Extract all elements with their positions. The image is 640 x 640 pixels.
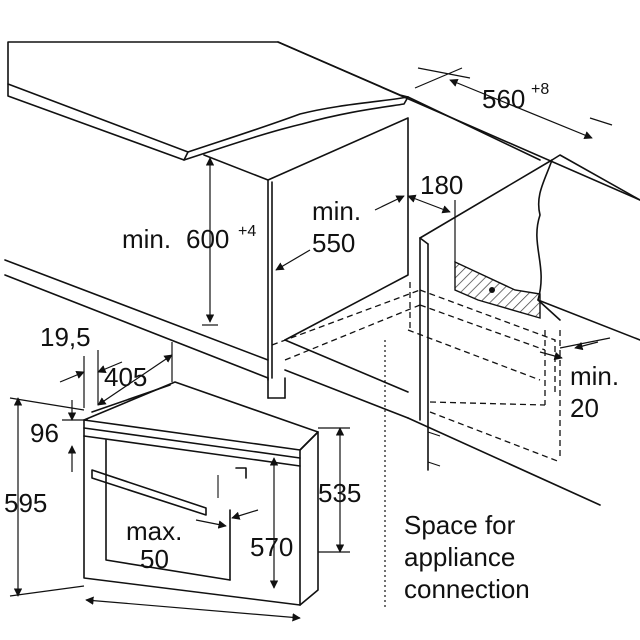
worktop-left (7, 41, 409, 161)
connection-line1: Space for (404, 510, 516, 540)
dim-panel-96 (62, 400, 88, 472)
height-prefix: min. (122, 224, 171, 254)
dim-height-600 (202, 157, 218, 326)
dim-oven-base (85, 596, 301, 622)
dim-vent-180 (407, 194, 456, 262)
dim-width-560 (414, 67, 613, 140)
body-height-label: 535 (318, 478, 361, 508)
offset-top-label: 19,5 (40, 322, 91, 352)
dim-front-595 (9, 397, 85, 597)
width-label: 560 (482, 84, 525, 114)
front-height-label: 595 (4, 488, 47, 518)
dim-depth-550 (275, 195, 405, 271)
width-tolerance: +8 (531, 81, 549, 98)
dim-depth-405 (97, 342, 173, 406)
gap-min-line2: 20 (570, 393, 599, 423)
height-value: 600 (186, 224, 229, 254)
oven-appliance (83, 381, 319, 606)
depth-405-label: 405 (104, 362, 147, 392)
height-tolerance: +4 (238, 223, 256, 240)
dim-body-535 (318, 427, 350, 553)
connection-line3: connection (404, 574, 530, 604)
dim-gap-20 (539, 337, 611, 361)
cabinet-right-side (419, 154, 640, 471)
cavity-dashed-lines (271, 282, 561, 610)
panel-96-label: 96 (30, 418, 59, 448)
cabinet-left-side (203, 117, 409, 393)
connection-line2: appliance (404, 542, 515, 572)
depth-min-line2: 550 (312, 228, 355, 258)
oven-handle (91, 469, 207, 516)
inner-height-label: 570 (250, 532, 293, 562)
handle-max-line2: 50 (140, 544, 169, 574)
dim-handle-50 (195, 509, 259, 529)
gap-min-line1: min. (570, 361, 619, 391)
handle-max-line1: max. (126, 516, 182, 546)
depth-min-line1: min. (312, 196, 361, 226)
vent-width-label: 180 (420, 170, 463, 200)
wall-floor-lines (4, 259, 601, 506)
ventilation-hatch (454, 260, 541, 319)
